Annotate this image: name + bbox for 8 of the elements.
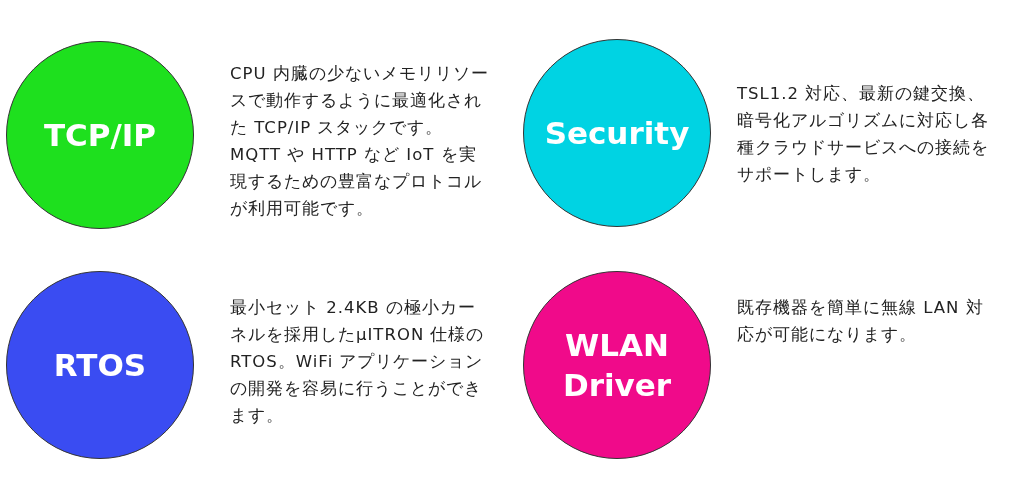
description-text: TSL1.2 対応、最新の鍵交換、暗号化アルゴリズムに対応し各種クラウドサービスへの接続をサポートします。 [737, 83, 990, 186]
circle-label: Security [543, 113, 691, 153]
description-text: 最小セット 2.4KB の極小カーネルを採用したμITRON 仕様の RTOS。WiFi アプリケーションの開発を容易に行うことができます。 [230, 297, 486, 427]
circle-label: WLAN Driver [561, 325, 673, 405]
description-text: 既存機器を簡単に無線 LAN 対応が可能になります。 [737, 297, 985, 346]
description-text: CPU 内臓の少ないメモリリソースで動作するように最適化された TCP/IP スタックです。MQTT や HTTP など IoT を実現するための豊富なプロトコルが利用可能です。 [230, 63, 490, 220]
circle-label: TCP/IP [42, 115, 158, 155]
circle-label: RTOS [52, 345, 148, 385]
